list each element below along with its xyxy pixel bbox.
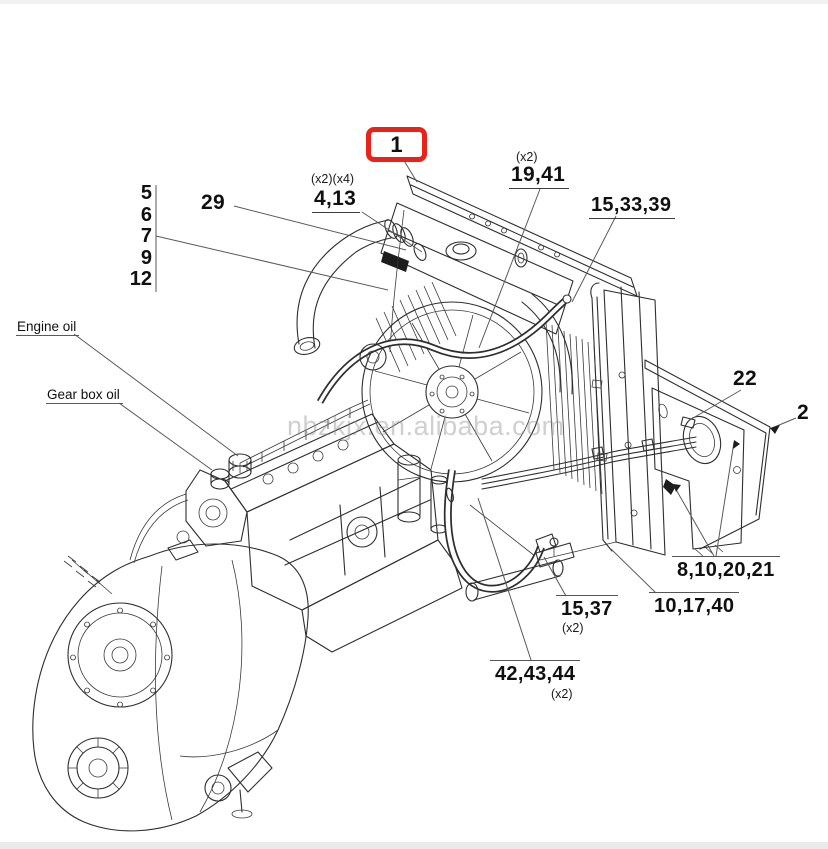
leader-10-17-40	[611, 549, 656, 593]
bracket-notch	[663, 479, 676, 495]
fan-shroud-ring	[362, 302, 542, 482]
label-gear-box-oil: Gear box oil	[46, 386, 123, 404]
fan-hub	[426, 366, 478, 418]
radiator-data-plate	[381, 251, 409, 272]
callout-9: 9	[140, 246, 152, 269]
leader-8-10-20-21-a	[674, 486, 714, 556]
pipe-flange	[536, 534, 556, 552]
callout-1-highlight-box: 1	[366, 127, 427, 162]
leader-1	[403, 159, 417, 182]
leader-4-13	[362, 212, 422, 252]
bracket-hole	[677, 412, 726, 469]
wiring-connectors	[64, 556, 112, 594]
callout-6: 6	[140, 203, 152, 226]
lifting-eye	[515, 249, 527, 267]
radiator-side-channel	[604, 287, 665, 555]
hose-rib-rings	[382, 218, 416, 248]
callout-10-17-40: 10,17,40	[649, 592, 740, 618]
gearbox	[33, 494, 308, 831]
hose-flange	[292, 335, 321, 357]
breather-tube	[130, 494, 188, 563]
bracket-slot	[657, 403, 668, 419]
callout-12: 12	[129, 268, 152, 290]
callout-19-41: 19,41	[509, 163, 570, 189]
hose-clamp	[412, 242, 429, 263]
intake-elbow-hose	[292, 218, 428, 357]
leader-19-41	[479, 189, 540, 348]
starter-motor	[347, 517, 377, 547]
label-engine-oil: Engine oil	[16, 318, 80, 336]
pipe-clamp	[445, 487, 454, 502]
bottom-border-strip	[0, 842, 828, 849]
heater-hoses	[482, 437, 696, 489]
callout-42-43-44: 42,43,44	[490, 660, 581, 686]
callout-2: 2	[797, 401, 809, 424]
cross-pipe	[466, 538, 574, 601]
belt-guard-arcs	[522, 294, 572, 394]
radiator-frame-bolts	[470, 214, 560, 257]
arrow-8-10-20-21-a	[673, 484, 681, 492]
leader-15-33-39	[572, 216, 616, 302]
leader-8-10-20-21-b	[716, 442, 734, 556]
callout-15-33-39: 15,33,39	[589, 194, 676, 219]
callout-15-37-qty: (x2)	[562, 621, 584, 635]
engine-block	[186, 344, 462, 652]
arrow-8-10-20-21-b	[733, 440, 740, 449]
gearbox-bracket	[228, 752, 272, 812]
callout-4-13: 4,13	[312, 187, 361, 213]
leader-engine-oil	[74, 334, 238, 456]
callout-19-41-qty: (x2)	[516, 150, 538, 164]
belt-tensioner	[360, 344, 386, 370]
upper-radiator-hose	[320, 295, 571, 402]
callout-8-10-20-21: 8,10,20,21	[672, 556, 780, 582]
oil-filters	[398, 455, 447, 533]
side-cover	[68, 603, 172, 707]
bracket-plate	[652, 388, 744, 549]
callout-7: 7	[140, 225, 152, 247]
callout-group-5-6-7-9-12: 5 6 7 9 12	[118, 182, 152, 291]
top-border-strip	[0, 0, 828, 4]
leader-29	[234, 206, 406, 250]
leader-22	[688, 390, 741, 421]
output-flange	[68, 738, 128, 798]
fuel-lines	[240, 400, 370, 467]
pto-cover	[205, 775, 231, 801]
injector-caps	[263, 440, 348, 484]
callout-15-37: 15,37	[556, 595, 618, 621]
callout-42-43-44-qty: (x2)	[551, 687, 573, 701]
arrow-2	[770, 425, 780, 434]
radiator-core-edge	[390, 210, 616, 560]
callout-29: 29	[201, 191, 225, 214]
leader-42-43-44	[478, 498, 531, 660]
callout-1-label: 1	[390, 131, 403, 157]
fan-spokes	[375, 315, 529, 469]
cooling-fan	[362, 282, 572, 482]
shroud-hatching	[376, 282, 456, 372]
gearbox-case	[33, 544, 308, 831]
leader-5-12	[156, 236, 388, 290]
support-rod	[591, 283, 612, 551]
oil-pan	[302, 540, 462, 652]
leader-15-37	[544, 557, 566, 596]
mount-foot	[536, 543, 574, 567]
callout-4-13-qty: (x2)(x4)	[311, 172, 355, 186]
side-channel-bolts	[619, 372, 637, 516]
lower-coolant-pipe	[445, 470, 556, 589]
callout-22: 22	[733, 367, 757, 390]
watermark-text: nbzkjx.en.alibaba.com	[287, 411, 565, 441]
leader-gear-box-oil	[119, 403, 212, 470]
leader-lines	[74, 159, 796, 660]
radiator-filler-cap	[446, 242, 476, 260]
callout-5: 5	[140, 182, 152, 204]
front-gear-housing	[186, 470, 247, 546]
engine-oil-filler-cap	[229, 454, 251, 478]
